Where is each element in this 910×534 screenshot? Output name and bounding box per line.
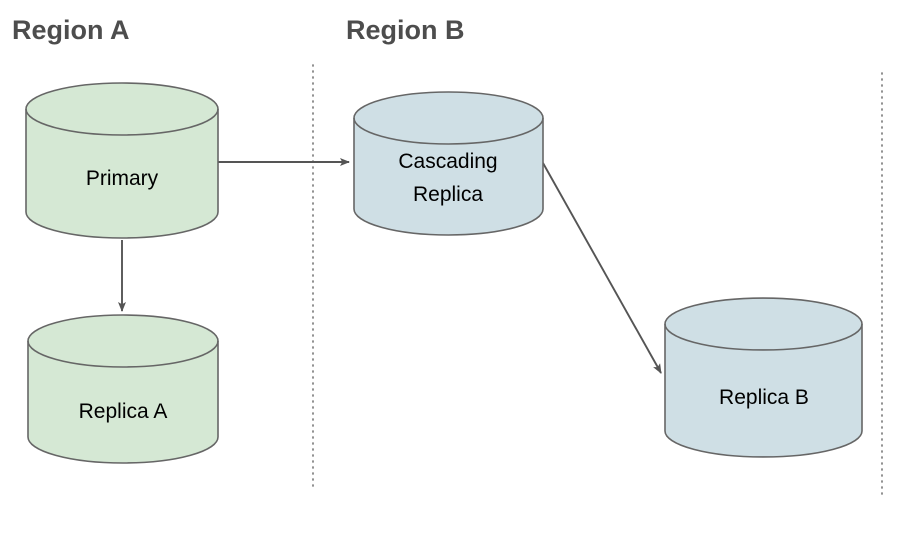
- edge-cascading-replica-to-replica-b[interactable]: [542, 162, 662, 374]
- replica-a-cylinder-top: [27, 340, 219, 368]
- cascading-replica-label-line-1: Cascading: [398, 150, 497, 173]
- replica-b-label: Replica B: [719, 386, 809, 409]
- replica-b-cylinder-body: [664, 297, 863, 458]
- replica-b-cylinder-top: [664, 323, 863, 351]
- cascading-replica-label-line-2: Replica: [413, 183, 483, 206]
- edges-group: [118, 158, 662, 374]
- node-primary[interactable]: Primary: [25, 82, 219, 239]
- primary-cylinder-body: [25, 82, 219, 239]
- node-replica-b[interactable]: Replica B: [664, 297, 863, 458]
- replica-a-cylinder-body: [27, 314, 219, 464]
- node-replica-a[interactable]: Replica A: [27, 314, 219, 464]
- cascading-replica-cylinder-top: [353, 117, 544, 145]
- region-dividers: [312, 64, 883, 500]
- primary-label: Primary: [86, 167, 159, 190]
- node-cascading-replica[interactable]: Cascading Replica: [353, 91, 544, 236]
- replica-a-label: Replica A: [79, 400, 168, 423]
- region-titles: Region A Region B: [12, 15, 465, 45]
- primary-cylinder-top: [25, 108, 219, 136]
- region-b-title: Region B: [346, 15, 465, 45]
- cascading-replica-cylinder-body: [353, 91, 544, 236]
- region-a-title: Region A: [12, 15, 130, 45]
